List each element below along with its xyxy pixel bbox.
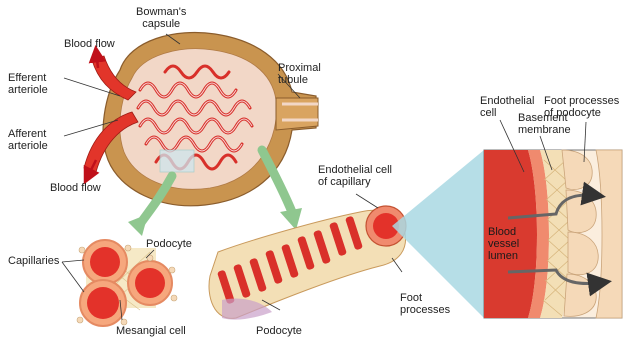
label-proximal-line1: Proximal xyxy=(278,62,321,74)
label-bowmans-capsule-line2: capsule xyxy=(136,18,186,30)
label-afferent-line2: arteriole xyxy=(8,140,48,152)
label-proximal-tubule: Proximal tubule xyxy=(278,62,321,86)
label-mesangial-cell: Mesangial cell xyxy=(116,325,186,337)
label-endothelial-cell-of-capillary: Endothelial cell of capillary xyxy=(318,164,392,188)
label-blood-flow-top: Blood flow xyxy=(64,38,115,50)
label-podocyte-cluster: Podocyte xyxy=(146,238,192,250)
filtration-detail-panel xyxy=(484,120,622,318)
label-foot-processes-of-podocyte: Foot processes of podocyte xyxy=(544,95,619,119)
label-lumen-line2: vessel xyxy=(488,238,519,250)
label-endo-cap-line2: of capillary xyxy=(318,176,392,188)
capillary-segment-illustration xyxy=(209,194,406,320)
label-efferent-line2: arteriole xyxy=(8,84,48,96)
label-podocyte-bottom: Podocyte xyxy=(256,325,302,337)
label-afferent-line1: Afferent xyxy=(8,128,48,140)
label-blood-flow-bottom: Blood flow xyxy=(50,182,101,194)
label-capillaries: Capillaries xyxy=(8,255,59,267)
label-foot-processes: Foot processes xyxy=(400,292,450,316)
label-fp-podocyte-line2: of podocyte xyxy=(544,107,619,119)
label-basement-line2: membrane xyxy=(518,124,571,136)
label-lumen-line3: lumen xyxy=(488,250,519,262)
label-proximal-line2: tubule xyxy=(278,74,321,86)
label-lumen-line1: Blood xyxy=(488,226,519,238)
label-efferent-arteriole: Efferent arteriole xyxy=(8,72,48,96)
label-endo-cap-line1: Endothelial cell xyxy=(318,164,392,176)
label-endo-line1: Endothelial xyxy=(480,95,534,107)
label-blood-vessel-lumen: Blood vessel lumen xyxy=(488,226,519,262)
label-bowmans-capsule-line1: Bowman's xyxy=(136,6,186,18)
label-efferent-line1: Efferent xyxy=(8,72,48,84)
label-foot-line2: processes xyxy=(400,304,450,316)
label-fp-podocyte-line1: Foot processes xyxy=(544,95,619,107)
label-afferent-arteriole: Afferent arteriole xyxy=(8,128,48,152)
zoom-region-box xyxy=(160,150,194,172)
label-bowmans-capsule: Bowman's capsule xyxy=(136,6,186,30)
capillary-cluster-illustration xyxy=(62,240,177,326)
label-foot-line1: Foot xyxy=(400,292,450,304)
